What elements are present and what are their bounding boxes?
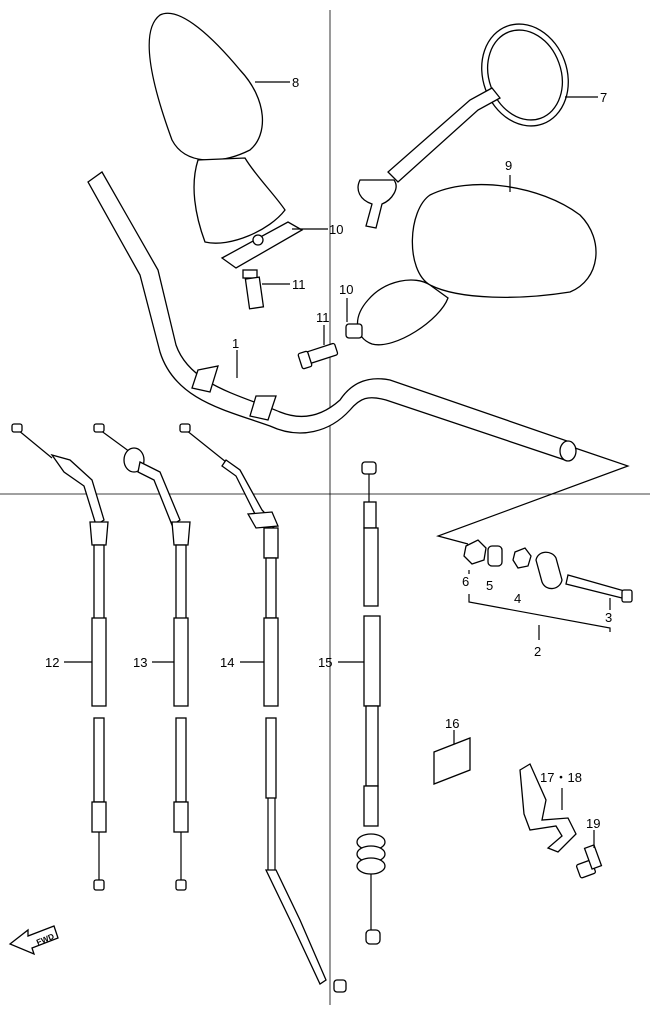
label-15: 15 [318, 655, 332, 670]
part-15-choke-cable [356, 461, 386, 945]
part-7-right-mirror [357, 23, 569, 229]
part-16-label [433, 737, 471, 785]
label-10-left: 10 [329, 222, 343, 237]
part-13-throttle-cable [93, 423, 191, 891]
label-17-18: 17・18 [540, 770, 582, 785]
part-12-throttle-cable [11, 423, 109, 891]
part-9-right-mirror [345, 184, 597, 346]
label-5: 5 [486, 578, 493, 593]
part-19-bolt [576, 844, 603, 879]
explode-line [436, 447, 630, 545]
label-19: 19 [586, 816, 600, 831]
label-13: 13 [133, 655, 147, 670]
label-9: 9 [505, 158, 512, 173]
label-16: 16 [445, 716, 459, 731]
label-3: 3 [605, 610, 612, 625]
label-1: 1 [232, 336, 239, 351]
part-14-clutch-cable [179, 423, 347, 993]
label-11-left: 11 [292, 277, 306, 292]
part-1-handlebar [87, 171, 577, 462]
part-4-nut [512, 547, 532, 569]
part-11-left-bolt [242, 269, 265, 310]
part-17-18-clamp [519, 763, 577, 853]
part-6-nut [463, 539, 487, 565]
label-2: 2 [534, 644, 541, 659]
label-8: 8 [292, 75, 299, 90]
label-4: 4 [514, 591, 521, 606]
label-7: 7 [600, 90, 607, 105]
part-8-left-mirror [148, 12, 286, 244]
label-14: 14 [220, 655, 234, 670]
part-10-left-bracket [220, 221, 304, 269]
label-6: 6 [462, 574, 469, 589]
fwd-arrow-icon: FWD [8, 925, 59, 956]
part-11-right-bolt [297, 342, 339, 370]
part-3-weight-and-screw [535, 551, 633, 603]
label-12: 12 [45, 655, 59, 670]
label-11-right: 11 [316, 310, 330, 325]
label-10-right: 10 [339, 282, 353, 297]
part-5-spacer [487, 545, 503, 567]
